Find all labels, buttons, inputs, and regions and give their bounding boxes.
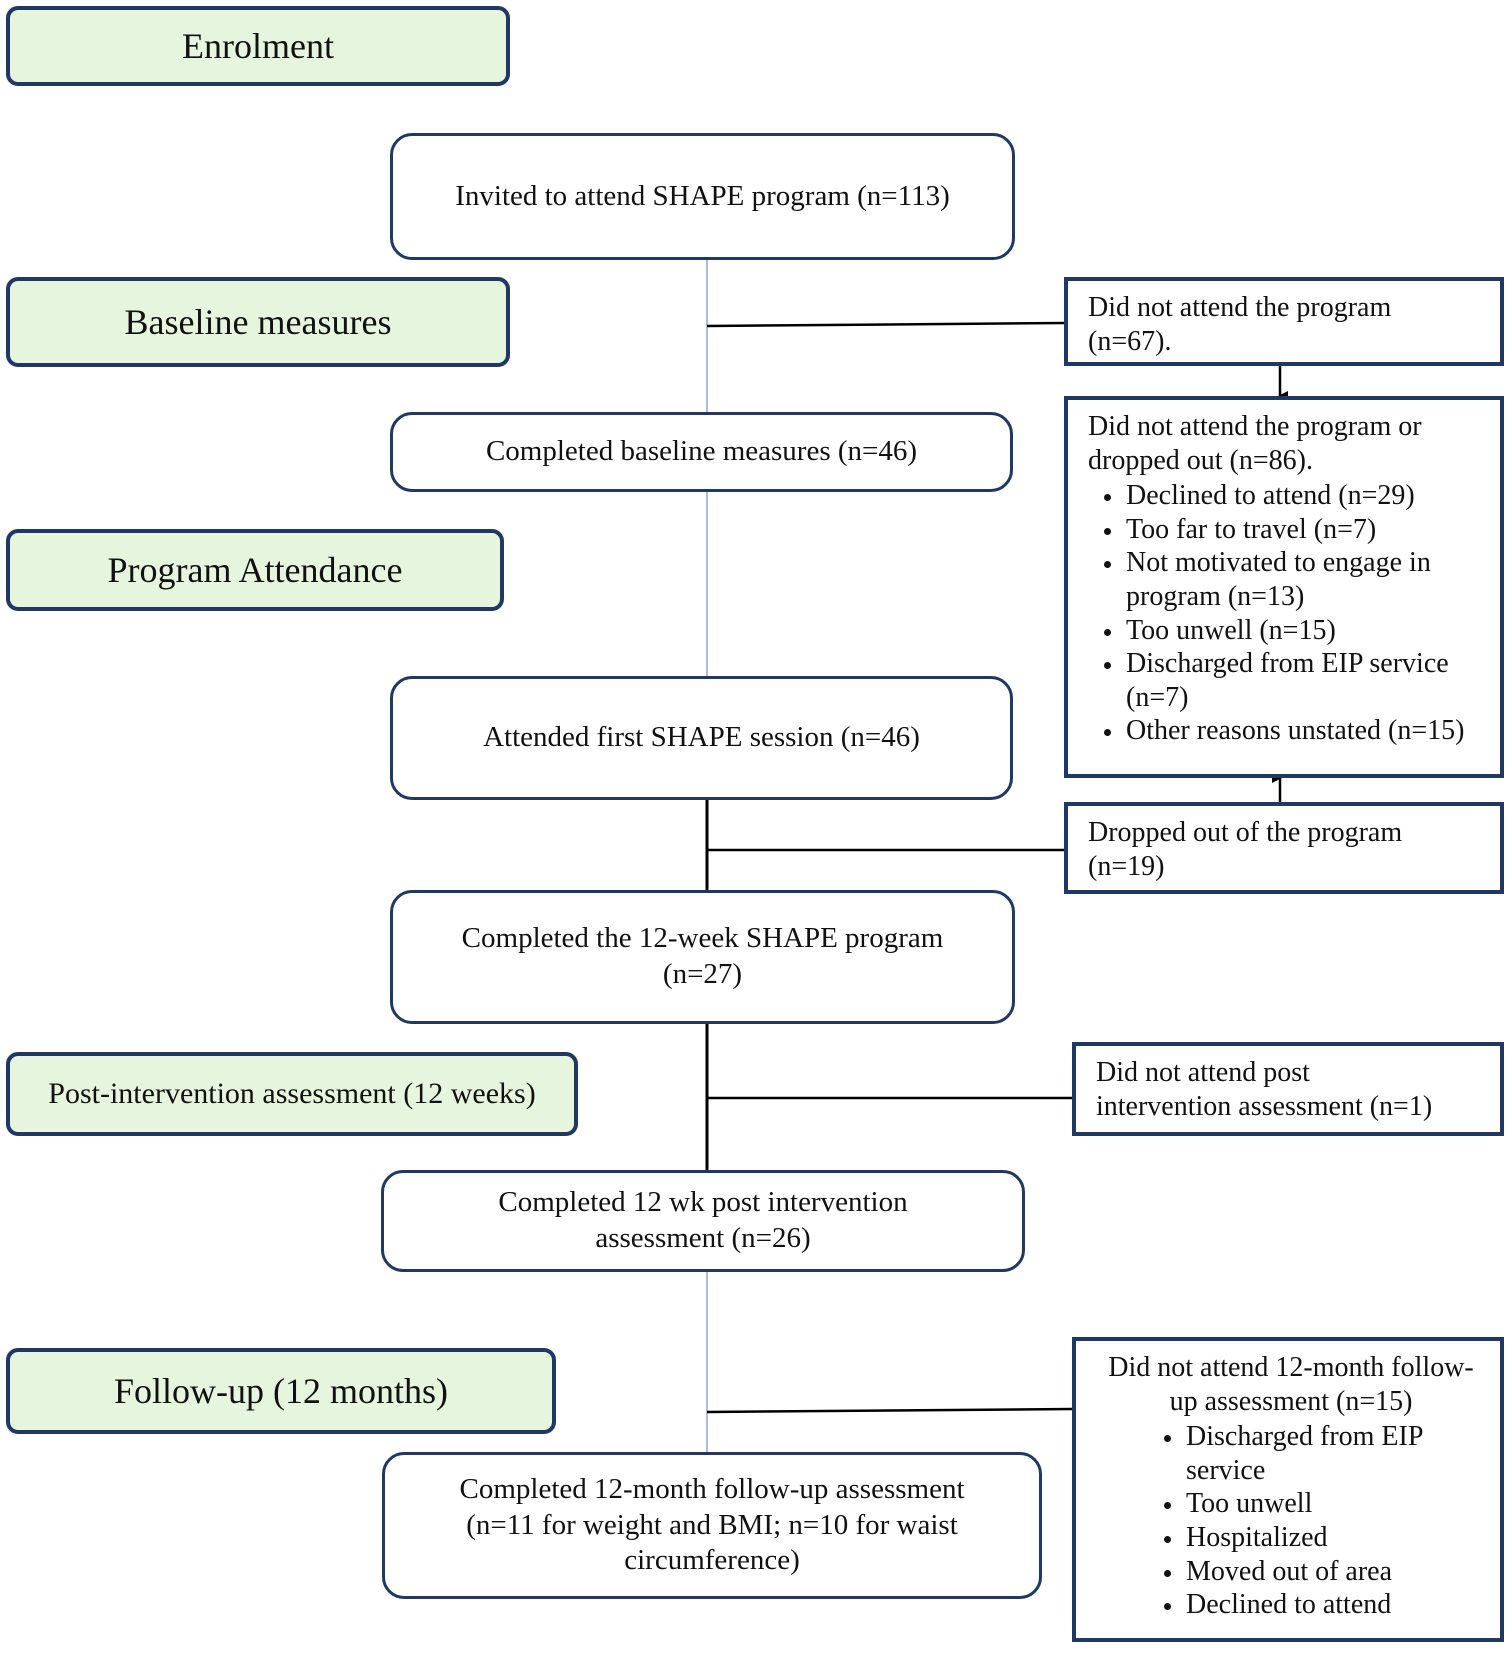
stage-post: Post-intervention assessment (12 weeks) (6, 1052, 578, 1136)
flow-invited: Invited to attend SHAPE program (n=113) (390, 133, 1015, 260)
flow-attended-first-text: Attended first SHAPE session (n=46) (483, 721, 920, 754)
side-summary-line2: dropped out (n=86). (1088, 444, 1313, 476)
side-no-followup-line2: up assessment (n=15) (1169, 1385, 1413, 1417)
list-item: Discharged from EIP service (1184, 1420, 1486, 1487)
flow-completed-followup-line1: Completed 12-month follow-up assessment (459, 1472, 965, 1505)
side-dropped: Dropped out of the program (n=19) (1064, 802, 1504, 894)
branch-not-attend (706, 321, 1065, 328)
stage-post-label: Post-intervention assessment (12 weeks) (48, 1077, 536, 1110)
flow-completed-followup-line2: (n=11 for weight and BMI; n=10 for waist (466, 1508, 958, 1541)
flow-completed-followup-line3: circumference) (624, 1544, 800, 1577)
stage-baseline: Baseline measures (6, 277, 510, 367)
flow-attended-first: Attended first SHAPE session (n=46) (390, 676, 1013, 800)
flow-completed-followup: Completed 12-month follow-up assessment … (382, 1452, 1042, 1599)
side-not-attend: Did not attend the program (n=67). (1064, 277, 1504, 366)
list-item: Moved out of area (1184, 1555, 1486, 1589)
side-no-followup: Did not attend 12-month follow- up asses… (1072, 1337, 1504, 1642)
list-item: Not motivated to engage in program (n=13… (1124, 546, 1486, 613)
list-item: Too far to travel (n=7) (1124, 513, 1486, 547)
side-no-followup-list: Discharged from EIP service Too unwell H… (1096, 1420, 1486, 1622)
branch-no-followup (706, 1407, 1073, 1414)
list-item: Too unwell (1184, 1487, 1486, 1521)
side-dropped-line2: (n=19) (1088, 850, 1165, 882)
flow-completed-post: Completed 12 wk post intervention assess… (381, 1170, 1025, 1272)
list-item: Hospitalized (1184, 1521, 1486, 1555)
flow-completed-program-line2: (n=27) (662, 958, 743, 990)
stage-attendance: Program Attendance (6, 529, 504, 611)
flow-invited-text: Invited to attend SHAPE program (n=113) (455, 179, 950, 212)
side-summary-list: Declined to attend (n=29) Too far to tra… (1088, 479, 1486, 748)
flow-completed-program: Completed the 12-week SHAPE program (n=2… (390, 890, 1015, 1024)
stage-enrolment-label: Enrolment (182, 26, 334, 66)
side-no-followup-line1: Did not attend 12-month follow- (1108, 1352, 1474, 1383)
stage-followup: Follow-up (12 months) (6, 1348, 556, 1434)
stage-baseline-label: Baseline measures (124, 302, 392, 342)
flow-completed-program-line1: Completed the 12-week SHAPE program (461, 922, 944, 955)
stage-attendance-label: Program Attendance (107, 550, 403, 590)
flow-completed-post-line1: Completed 12 wk post intervention (498, 1186, 908, 1219)
side-no-post: Did not attend post intervention assessm… (1072, 1042, 1504, 1136)
flow-completed-baseline-text: Completed baseline measures (n=46) (485, 435, 918, 468)
list-item: Other reasons unstated (n=15) (1124, 714, 1486, 748)
side-no-post-line1: Did not attend post (1096, 1057, 1310, 1088)
list-item: Declined to attend (1184, 1588, 1486, 1622)
list-item: Too unwell (n=15) (1124, 614, 1486, 648)
list-item: Discharged from EIP service (n=7) (1124, 647, 1486, 714)
stage-followup-label: Follow-up (12 months) (113, 1371, 448, 1411)
side-summary: Did not attend the program or dropped ou… (1064, 396, 1504, 778)
flow-completed-baseline: Completed baseline measures (n=46) (390, 412, 1013, 492)
side-no-post-line2: intervention assessment (n=1) (1096, 1090, 1433, 1122)
stage-enrolment: Enrolment (6, 6, 510, 86)
side-dropped-line1: Dropped out of the program (1088, 817, 1403, 848)
flow-completed-post-line2: assessment (n=26) (595, 1222, 811, 1254)
side-not-attend-line2: (n=67). (1088, 325, 1172, 357)
side-summary-line1: Did not attend the program or (1088, 411, 1422, 442)
side-not-attend-line1: Did not attend the program (1088, 292, 1392, 323)
list-item: Declined to attend (n=29) (1124, 479, 1486, 513)
